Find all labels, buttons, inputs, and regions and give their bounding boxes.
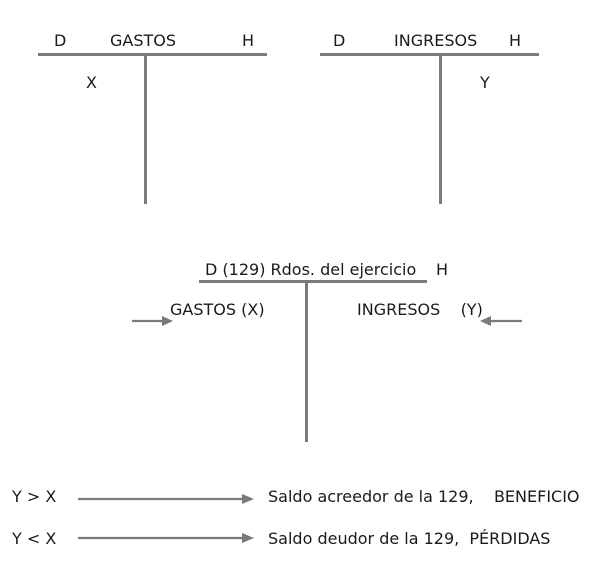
result-credit-entry: INGRESOS (Y) — [357, 300, 483, 319]
arrow-right-icon — [78, 494, 254, 504]
gastos-title: GASTOS — [110, 31, 177, 50]
arrow-left-icon — [480, 316, 522, 326]
result-credit-label: H — [436, 260, 449, 279]
gastos-debit-label: D — [54, 31, 67, 50]
rule-result: Saldo deudor de la 129, PÉRDIDAS — [268, 529, 551, 548]
rule-result: Saldo acreedor de la 129, BENEFICIO — [268, 487, 580, 506]
gastos-debit-entry: X — [86, 73, 97, 92]
gastos-horizontal-line — [38, 53, 267, 56]
arrow-right-icon — [132, 316, 173, 326]
result-title: D (129) Rdos. del ejercicio — [205, 260, 417, 279]
gastos-credit-label: H — [242, 31, 255, 50]
ingresos-debit-label: D — [333, 31, 346, 50]
ingresos-title: INGRESOS — [394, 31, 478, 50]
ingresos-credit-entry: Y — [480, 73, 490, 92]
arrow-right-icon — [78, 533, 254, 543]
gastos-vertical-line — [144, 53, 147, 204]
ingresos-credit-label: H — [509, 31, 522, 50]
rule-condition: Y > X — [12, 487, 57, 506]
result-horizontal-line — [199, 280, 427, 283]
ingresos-horizontal-line — [320, 53, 539, 56]
rule-condition: Y < X — [12, 529, 57, 548]
result-vertical-line — [305, 280, 308, 442]
result-debit-entry: GASTOS (X) — [170, 300, 265, 319]
ingresos-vertical-line — [439, 53, 442, 204]
